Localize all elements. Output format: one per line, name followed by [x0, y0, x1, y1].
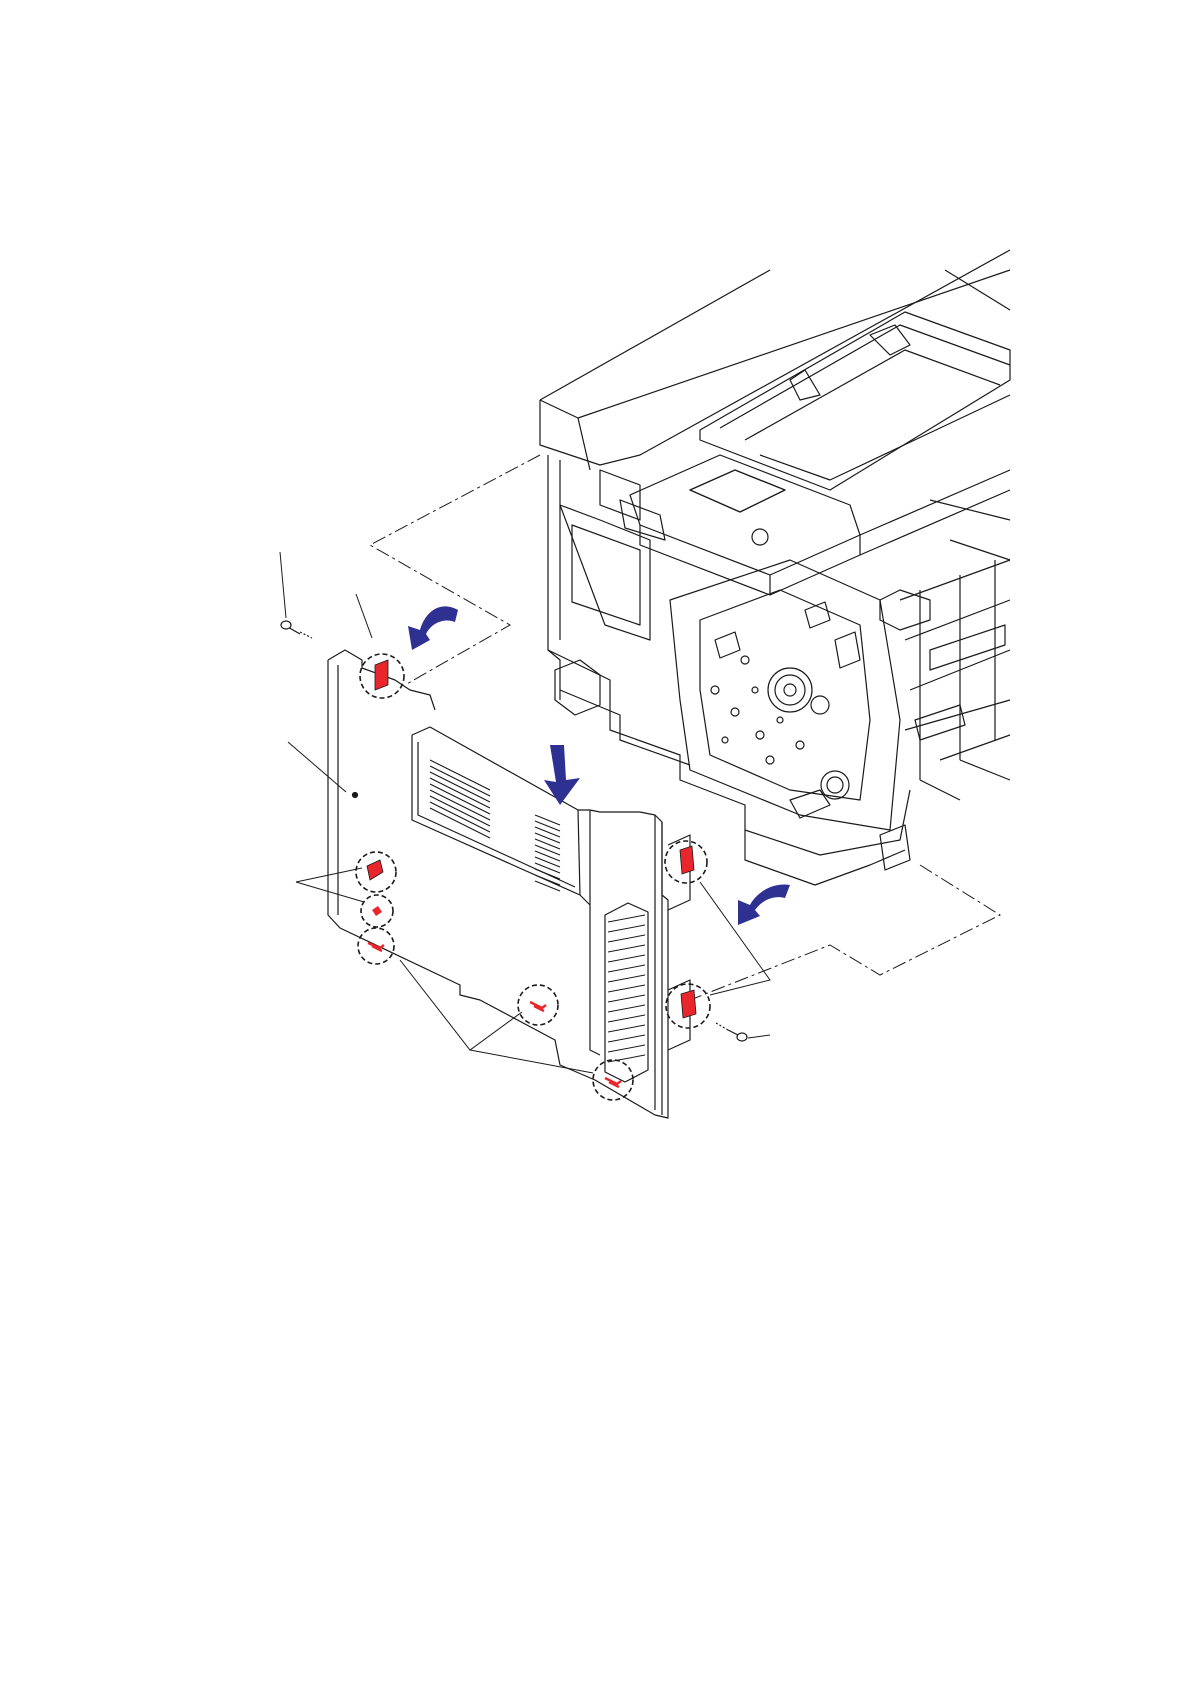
- screw-top-left: [281, 621, 312, 638]
- callout-bottom-hook-2: [593, 1060, 633, 1100]
- assembly-guide-lines: [370, 455, 1000, 1000]
- callout-right-hook-upper: [665, 841, 707, 883]
- side-cover: [328, 650, 690, 1118]
- arrow-slide-down: [544, 745, 580, 805]
- arrow-swing-out-top: [408, 606, 458, 650]
- arrow-swing-out-right: [738, 885, 790, 925]
- callout-right-hook-lower: [666, 984, 710, 1028]
- callout-left-hooks-lower: [361, 895, 393, 927]
- callout-bottom-hook-1: [518, 985, 558, 1025]
- callout-left-hooks-bottom: [358, 928, 394, 964]
- callout-top-hook: [360, 654, 404, 698]
- callout-left-hooks-upper: [356, 852, 396, 892]
- screw-right: [716, 1023, 747, 1041]
- printer-body: [540, 250, 1010, 885]
- leader-lines: [280, 552, 770, 1073]
